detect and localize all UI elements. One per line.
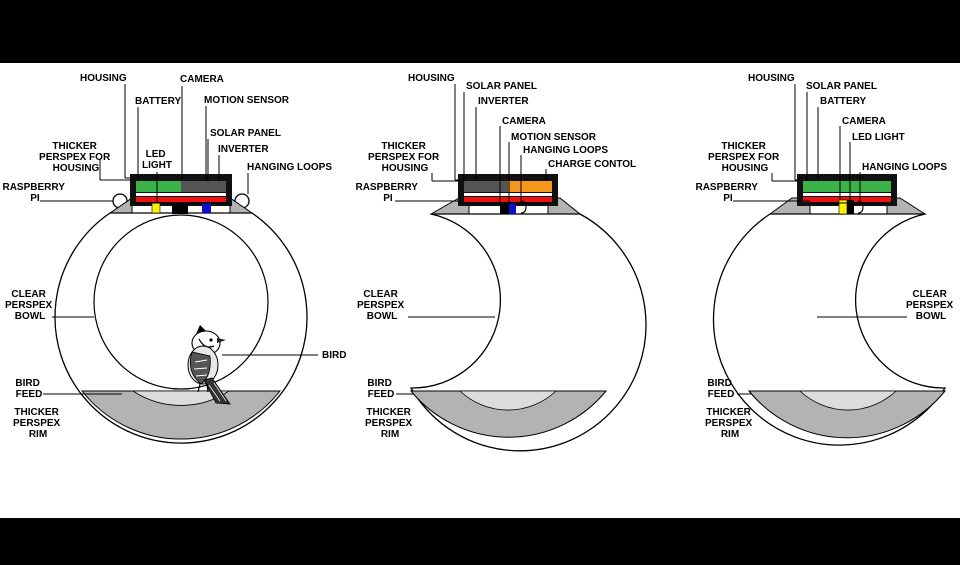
bottom-band	[0, 518, 960, 560]
panel-1-leader-lines	[40, 84, 318, 395]
motion-sensor	[202, 203, 211, 213]
label-housing: HOUSING	[408, 73, 455, 84]
label-clear-perspex-bowl: CLEAR PERSPEX BOWL	[357, 289, 407, 322]
label-motion-sensor: MOTION SENSOR	[511, 132, 597, 143]
label-thicker-perspex-housing: THICKER PERSPEX FOR HOUSING	[368, 141, 442, 174]
label-camera: CAMERA	[502, 116, 546, 127]
label-led-light: LED LIGHT	[142, 149, 172, 171]
label-battery: BATTERY	[820, 96, 866, 107]
label-thicker-perspex-housing: THICKER PERSPEX FOR HOUSING	[39, 141, 113, 174]
inverter	[803, 197, 891, 202]
housing-divider	[803, 193, 891, 196]
label-hanging-loops: HANGING LOOPS	[523, 145, 608, 156]
housing-divider	[464, 193, 552, 196]
panel-2-side-view-left: HOUSING SOLAR PANEL INVERTER CAMERA THIC…	[355, 73, 647, 452]
bird-feed	[458, 390, 558, 411]
motion-sensor	[509, 203, 516, 214]
inverter	[136, 197, 226, 202]
panel-1-front-view: HOUSING CAMERA BATTERY MOTION SENSOR THI…	[2, 73, 346, 444]
led-light	[151, 202, 161, 214]
label-bird-feed: BIRD FEED	[15, 378, 42, 400]
camera	[172, 203, 188, 214]
thicker-perspex-rim	[747, 390, 947, 439]
label-thicker-perspex-rim: THICKER PERSPEX RIM	[13, 407, 63, 440]
bird-feed	[798, 390, 898, 411]
label-hanging-loops: HANGING LOOPS	[247, 162, 332, 173]
panel-2-leader-lines	[395, 84, 547, 395]
label-led-light: LED LIGHT	[852, 132, 905, 143]
top-band	[0, 0, 960, 63]
label-bird-feed: BIRD FEED	[367, 378, 394, 400]
panel-3-leader-lines	[733, 84, 907, 395]
label-hanging-loops: HANGING LOOPS	[862, 162, 947, 173]
label-housing: HOUSING	[748, 73, 795, 84]
panel-3-side-view-right: HOUSING SOLAR PANEL BATTERY THICKER PERS…	[695, 73, 956, 446]
housing-divider	[136, 193, 226, 196]
clear-perspex-bowl	[712, 213, 947, 446]
label-clear-perspex-bowl: CLEAR PERSPEX BOWL	[906, 289, 956, 322]
led-light	[838, 199, 848, 215]
camera	[500, 203, 509, 214]
label-inverter: INVERTER	[218, 144, 269, 155]
battery	[136, 181, 181, 192]
solar-panel	[181, 181, 226, 192]
label-battery: BATTERY	[135, 96, 181, 107]
blue-jay-bird	[187, 325, 231, 405]
label-raspberry-pi: RASPBERRY PI	[2, 182, 67, 204]
label-charge-control: CHARGE CONTOL	[548, 159, 636, 170]
label-solar-panel: SOLAR PANEL	[806, 81, 877, 92]
battery	[803, 181, 891, 192]
solar-panel	[464, 181, 508, 192]
label-solar-panel: SOLAR PANEL	[210, 128, 281, 139]
label-raspberry-pi: RASPBERRY PI	[695, 182, 760, 204]
label-clear-perspex-bowl: CLEAR PERSPEX BOWL	[5, 289, 55, 322]
label-thicker-perspex-rim: THICKER PERSPEX RIM	[705, 407, 755, 440]
bird-feed	[131, 390, 231, 406]
charge-control	[508, 181, 552, 192]
label-motion-sensor: MOTION SENSOR	[204, 95, 290, 106]
label-inverter: INVERTER	[478, 96, 529, 107]
thicker-perspex-rim	[80, 390, 282, 440]
label-camera: CAMERA	[180, 74, 224, 85]
label-bird-feed: BIRD FEED	[707, 378, 734, 400]
label-housing: HOUSING	[80, 73, 127, 84]
bowl-opening	[93, 214, 269, 390]
thicker-perspex-rim	[409, 390, 608, 438]
label-raspberry-pi: RASPBERRY PI	[355, 182, 420, 204]
label-camera: CAMERA	[842, 116, 886, 127]
label-thicker-perspex-housing: THICKER PERSPEX FOR HOUSING	[708, 141, 782, 174]
label-bird: BIRD	[322, 350, 346, 361]
hanging-loop	[520, 200, 527, 214]
label-solar-panel: SOLAR PANEL	[466, 81, 537, 92]
inverter	[464, 197, 552, 202]
camera	[847, 200, 854, 214]
label-thicker-perspex-rim: THICKER PERSPEX RIM	[365, 407, 415, 440]
